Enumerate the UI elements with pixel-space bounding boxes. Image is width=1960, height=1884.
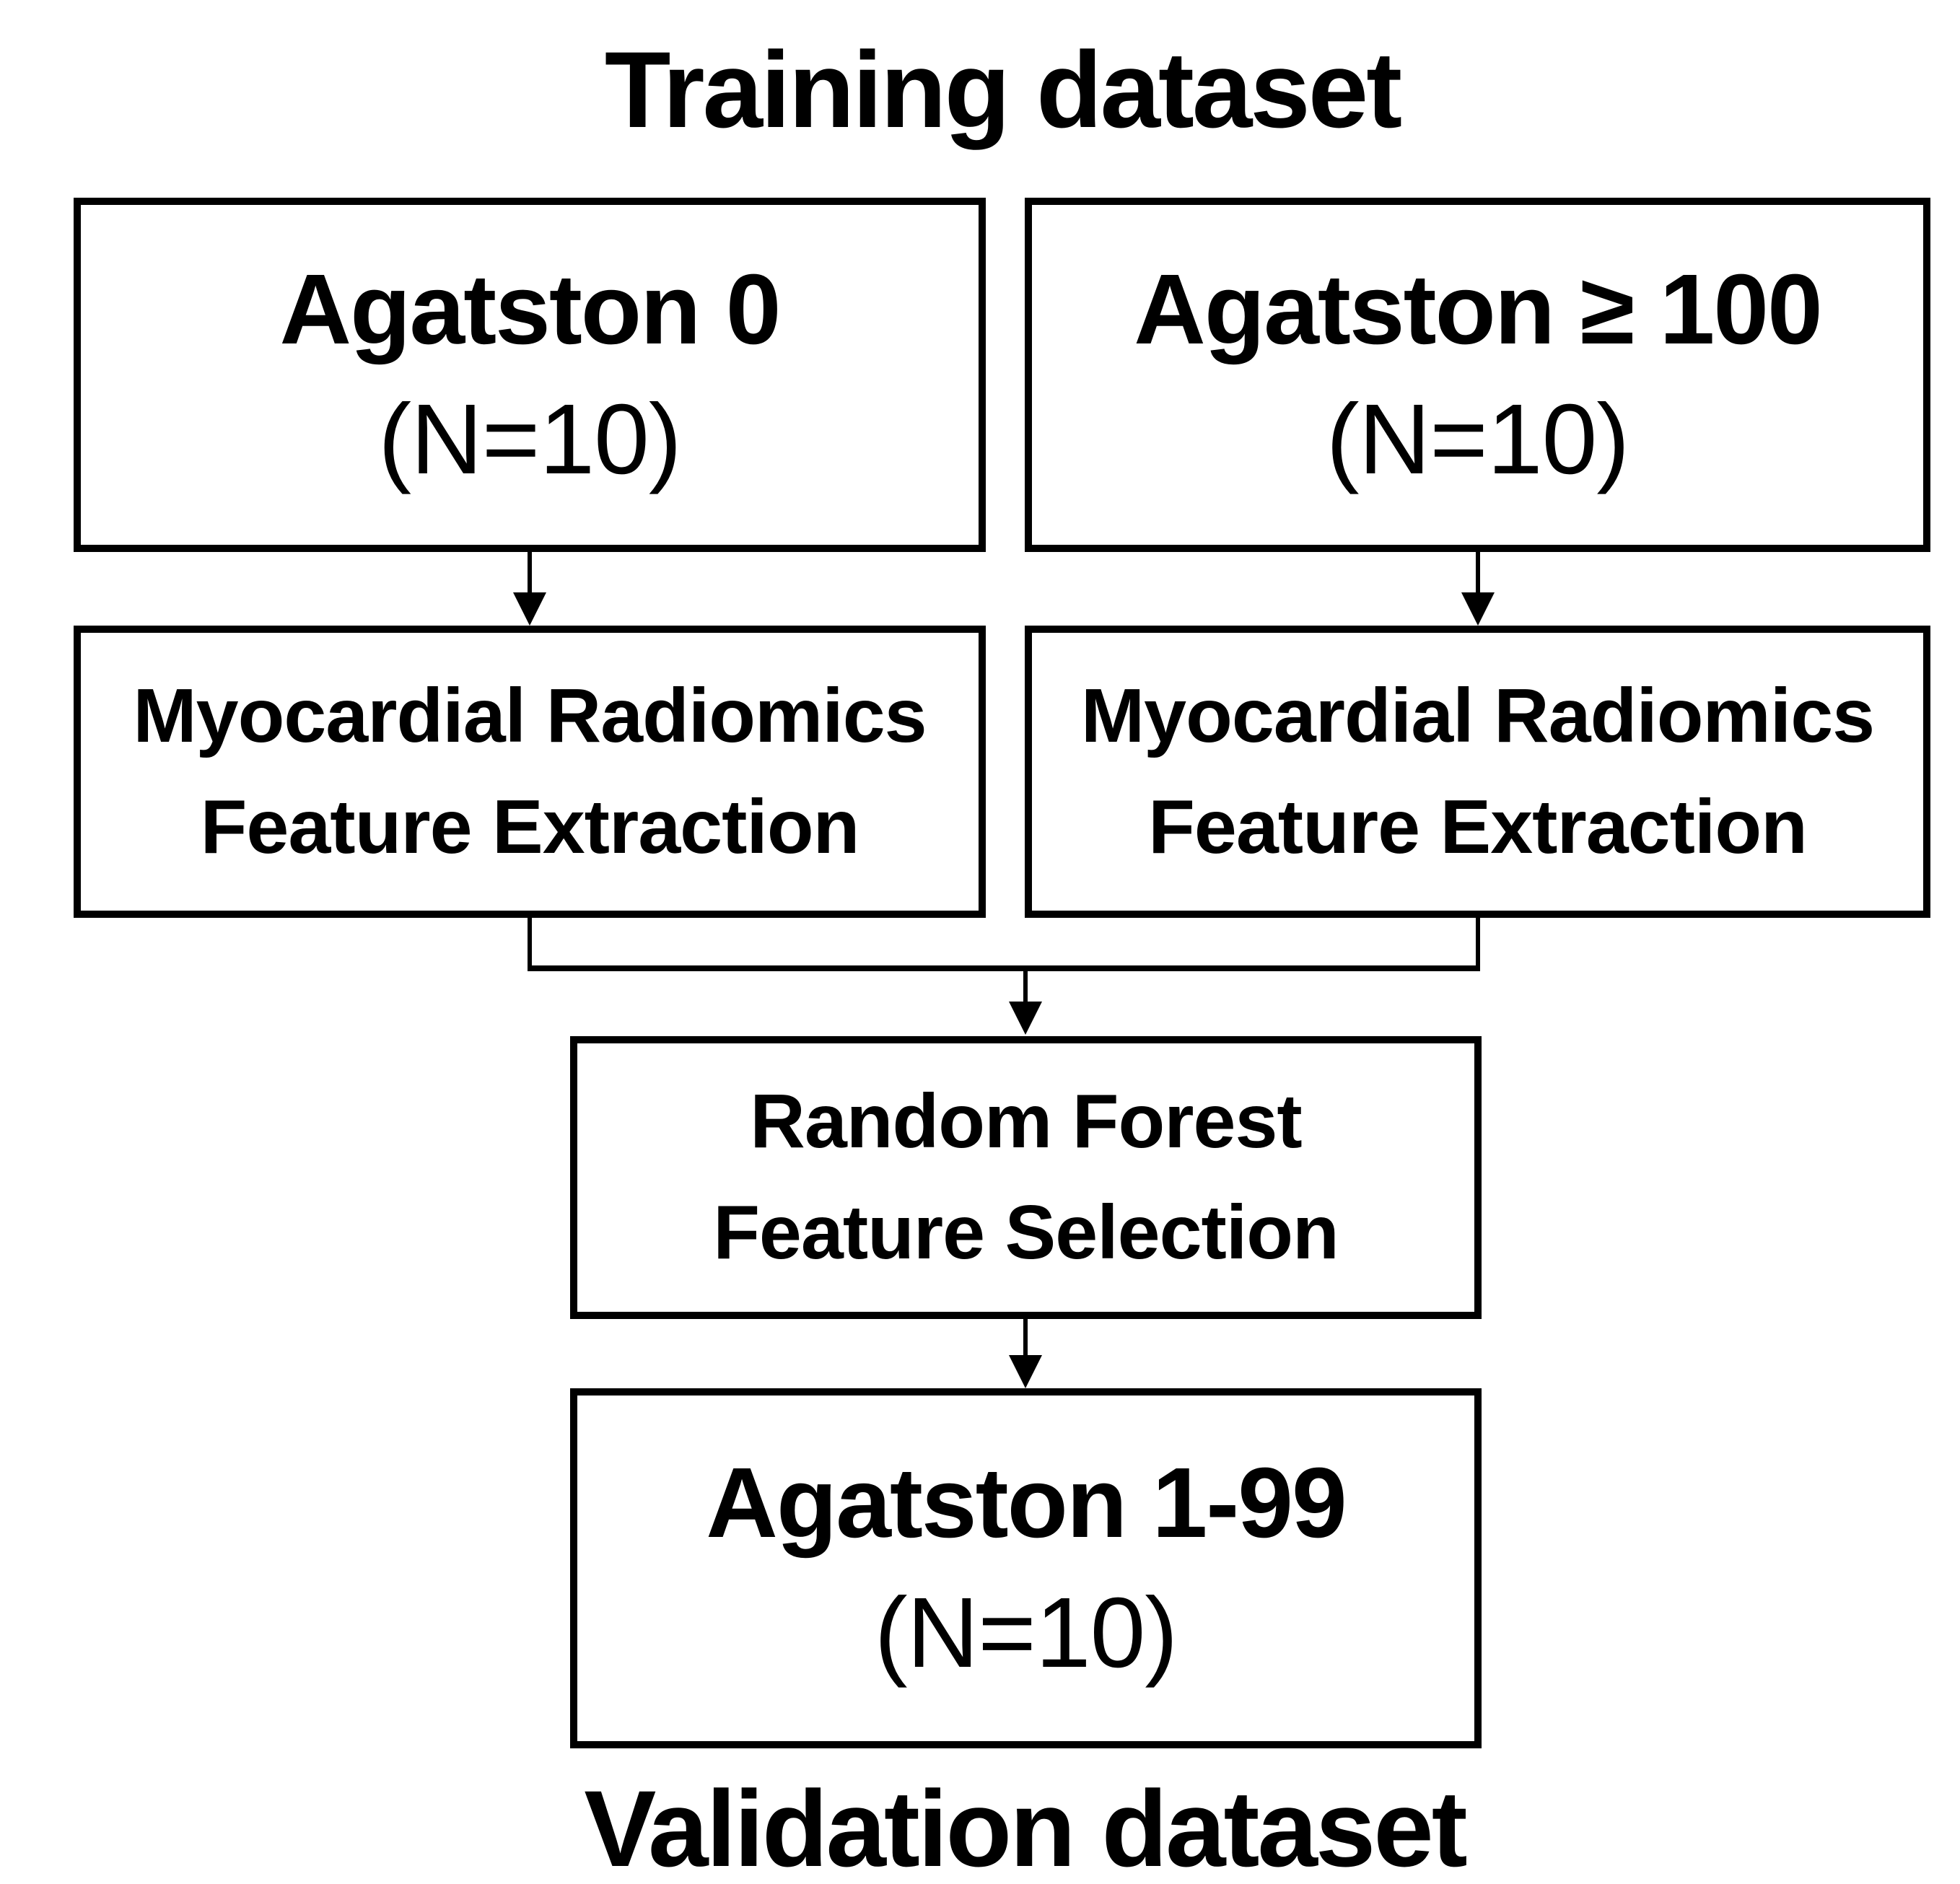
arrow-head xyxy=(1461,592,1495,626)
node-random-forest-line2: Feature Selection xyxy=(713,1190,1339,1275)
node-agatston-0: Agatston 0 (N=10) xyxy=(74,198,986,552)
node-random-forest-line1: Random Forest xyxy=(750,1079,1302,1165)
node-agatston-1-99-line1: Agatston 1-99 xyxy=(706,1447,1347,1559)
node-agatston-ge-100-line1: Agatston ≥ 100 xyxy=(1134,254,1823,366)
arrow-line xyxy=(1476,552,1480,594)
node-extraction-right-line2: Feature Extraction xyxy=(1148,784,1808,869)
arrow-head xyxy=(513,592,546,626)
merge-horizontal-line xyxy=(528,965,1480,971)
arrow-head xyxy=(1009,1002,1042,1035)
node-myocardial-extraction-right: Myocardial Radiomics Feature Extraction xyxy=(1025,626,1930,918)
node-agatston-0-line1: Agatston 0 xyxy=(279,254,781,366)
arrow-line xyxy=(528,552,532,594)
node-extraction-right-line1: Myocardial Radiomics xyxy=(1080,672,1875,758)
validation-dataset-title: Validation dataset xyxy=(584,1768,1467,1884)
node-agatston-ge-100-line2: (N=10) xyxy=(1326,383,1630,495)
merge-stub-left xyxy=(528,918,532,968)
node-agatston-1-99-line2: (N=10) xyxy=(874,1577,1178,1688)
arrow-line xyxy=(1023,971,1028,1003)
arrow-line xyxy=(1023,1319,1028,1357)
node-myocardial-extraction-left: Myocardial Radiomics Feature Extraction xyxy=(74,626,986,918)
merge-stub-right xyxy=(1476,918,1480,968)
node-extraction-left-line2: Feature Extraction xyxy=(200,784,860,869)
node-agatston-ge-100: Agatston ≥ 100 (N=10) xyxy=(1025,198,1930,552)
node-random-forest-selection: Random Forest Feature Selection xyxy=(570,1036,1482,1319)
arrow-head xyxy=(1009,1355,1042,1388)
node-extraction-left-line1: Myocardial Radiomics xyxy=(133,672,927,758)
node-agatston-0-line2: (N=10) xyxy=(378,383,682,495)
node-agatston-1-99: Agatston 1-99 (N=10) xyxy=(570,1388,1482,1748)
training-dataset-title: Training dataset xyxy=(604,29,1402,150)
